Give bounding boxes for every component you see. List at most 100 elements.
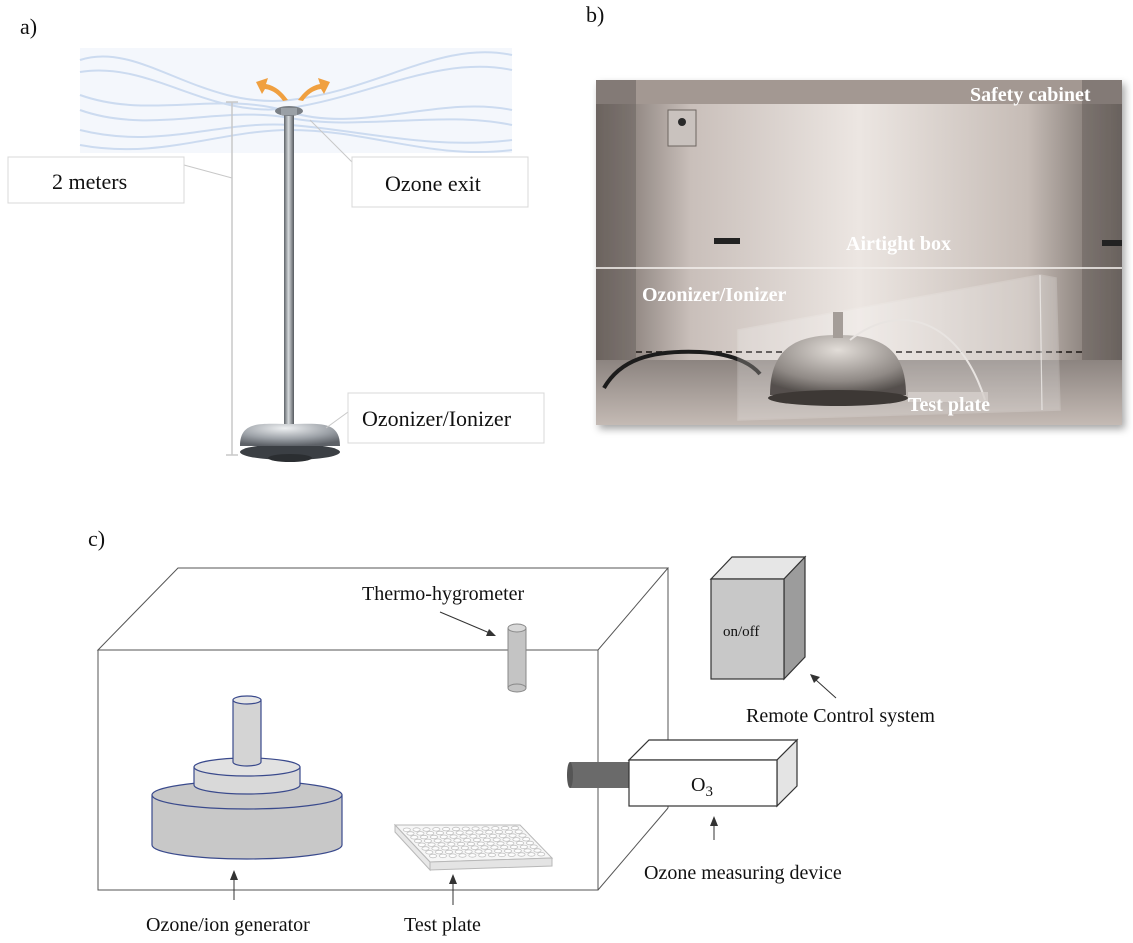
plate-well bbox=[496, 841, 505, 846]
o3-label: O3 bbox=[691, 774, 713, 800]
plate-well bbox=[470, 845, 479, 850]
plate-well bbox=[454, 849, 463, 854]
test-plate-arrowhead bbox=[449, 874, 457, 884]
plate-well bbox=[422, 827, 431, 832]
ionizer-device-label: Ozonizer/Ionizer bbox=[362, 406, 512, 431]
plate-well bbox=[447, 842, 456, 847]
plate-well bbox=[497, 852, 506, 858]
plate-well bbox=[519, 844, 528, 850]
ionizer-base-rim bbox=[240, 444, 340, 460]
plate-well bbox=[457, 841, 466, 847]
plate-well bbox=[529, 844, 538, 849]
plate-well bbox=[437, 842, 446, 847]
plate-well bbox=[423, 838, 432, 844]
plate-well bbox=[501, 825, 510, 831]
plate-well bbox=[416, 831, 425, 836]
panel-b-letter: b) bbox=[586, 2, 604, 27]
panel-a: a) 2 meters bbox=[7, 14, 545, 462]
thermo-arrowhead bbox=[486, 629, 496, 636]
plate-well bbox=[494, 829, 503, 835]
plate-well bbox=[444, 849, 453, 855]
meter-label: Ozone measuring device bbox=[644, 862, 842, 884]
airtight-box-label: Airtight box bbox=[846, 233, 951, 255]
plate-well bbox=[478, 853, 487, 858]
plate-well bbox=[443, 838, 452, 843]
plate-well bbox=[516, 840, 525, 846]
panel-c-letter: c) bbox=[88, 526, 105, 551]
airflow-haze bbox=[80, 48, 512, 153]
panel-c: c) Thermo-hygrometer Ozone/ion ge bbox=[88, 526, 935, 936]
ozone-probe-tube bbox=[570, 762, 632, 788]
panel-a-letter: a) bbox=[20, 14, 37, 39]
plate-well bbox=[514, 829, 523, 834]
plate-well bbox=[527, 852, 536, 857]
test-plate-graphic bbox=[393, 823, 554, 872]
plate-well bbox=[482, 837, 491, 843]
plate-well bbox=[485, 830, 494, 835]
plate-well bbox=[479, 833, 488, 839]
ionizer-pole bbox=[284, 114, 294, 434]
plate-well bbox=[481, 826, 490, 831]
plate-well bbox=[413, 838, 422, 844]
plate-well bbox=[460, 845, 469, 851]
plate-well bbox=[471, 826, 480, 831]
ozone-exit-label: Ozone exit bbox=[385, 171, 481, 196]
plate-well bbox=[526, 840, 535, 846]
safety-cabinet-label: Safety cabinet bbox=[970, 84, 1091, 106]
plate-well bbox=[435, 849, 444, 855]
plate-well bbox=[474, 849, 483, 854]
plate-well bbox=[509, 844, 518, 850]
plate-well bbox=[463, 838, 472, 843]
ozone-measuring-device bbox=[627, 738, 799, 808]
generator-arrowhead bbox=[230, 870, 238, 880]
ozone-ion-generator bbox=[151, 695, 343, 860]
plate-well bbox=[503, 848, 512, 854]
height-callout-box bbox=[7, 156, 185, 204]
plate-well bbox=[484, 849, 493, 854]
plate-well bbox=[428, 853, 437, 859]
device-callout-box bbox=[347, 392, 545, 444]
plate-well bbox=[488, 833, 497, 839]
plate-well bbox=[506, 841, 515, 846]
pole-top-head bbox=[281, 108, 297, 115]
plate-well bbox=[500, 845, 509, 850]
remote-control-box bbox=[709, 555, 807, 681]
remote-arrow bbox=[815, 679, 837, 699]
remote-control-label: Remote Control system bbox=[746, 705, 935, 727]
photo-test-plate-label: Test plate bbox=[908, 394, 990, 416]
plate-well bbox=[490, 845, 499, 850]
panel-b: b) bbox=[586, 2, 1122, 425]
plate-well bbox=[421, 846, 430, 851]
plate-well bbox=[453, 838, 462, 843]
plate-well bbox=[420, 834, 429, 840]
plate-well bbox=[448, 853, 457, 858]
plate-well bbox=[468, 853, 477, 858]
plate-well bbox=[492, 837, 501, 842]
plate-well bbox=[459, 834, 468, 839]
plate-well bbox=[445, 830, 454, 836]
plate-well bbox=[458, 853, 467, 858]
height-label: 2 meters bbox=[52, 169, 127, 194]
thermo-hygrometer-cylinder bbox=[507, 623, 527, 693]
test-plate-label: Test plate bbox=[404, 914, 481, 936]
plate-well bbox=[475, 830, 484, 835]
plate-well bbox=[433, 838, 442, 843]
plate-well bbox=[410, 835, 419, 840]
plate-well bbox=[476, 841, 485, 846]
plate-well bbox=[502, 837, 511, 842]
plate-well bbox=[427, 842, 436, 847]
plate-well bbox=[432, 827, 441, 832]
plate-well bbox=[533, 848, 542, 853]
plate-well bbox=[507, 852, 516, 857]
plate-well bbox=[451, 826, 460, 832]
plate-well bbox=[449, 834, 458, 839]
plate-well bbox=[508, 833, 517, 838]
plate-well bbox=[412, 827, 421, 832]
plate-well bbox=[504, 829, 513, 835]
plate-well bbox=[510, 825, 519, 831]
ozone-exit-arrows bbox=[256, 78, 330, 101]
plate-well bbox=[523, 848, 532, 853]
plate-well bbox=[455, 830, 464, 835]
thermo-arrow bbox=[439, 611, 493, 635]
plate-well bbox=[517, 852, 526, 857]
